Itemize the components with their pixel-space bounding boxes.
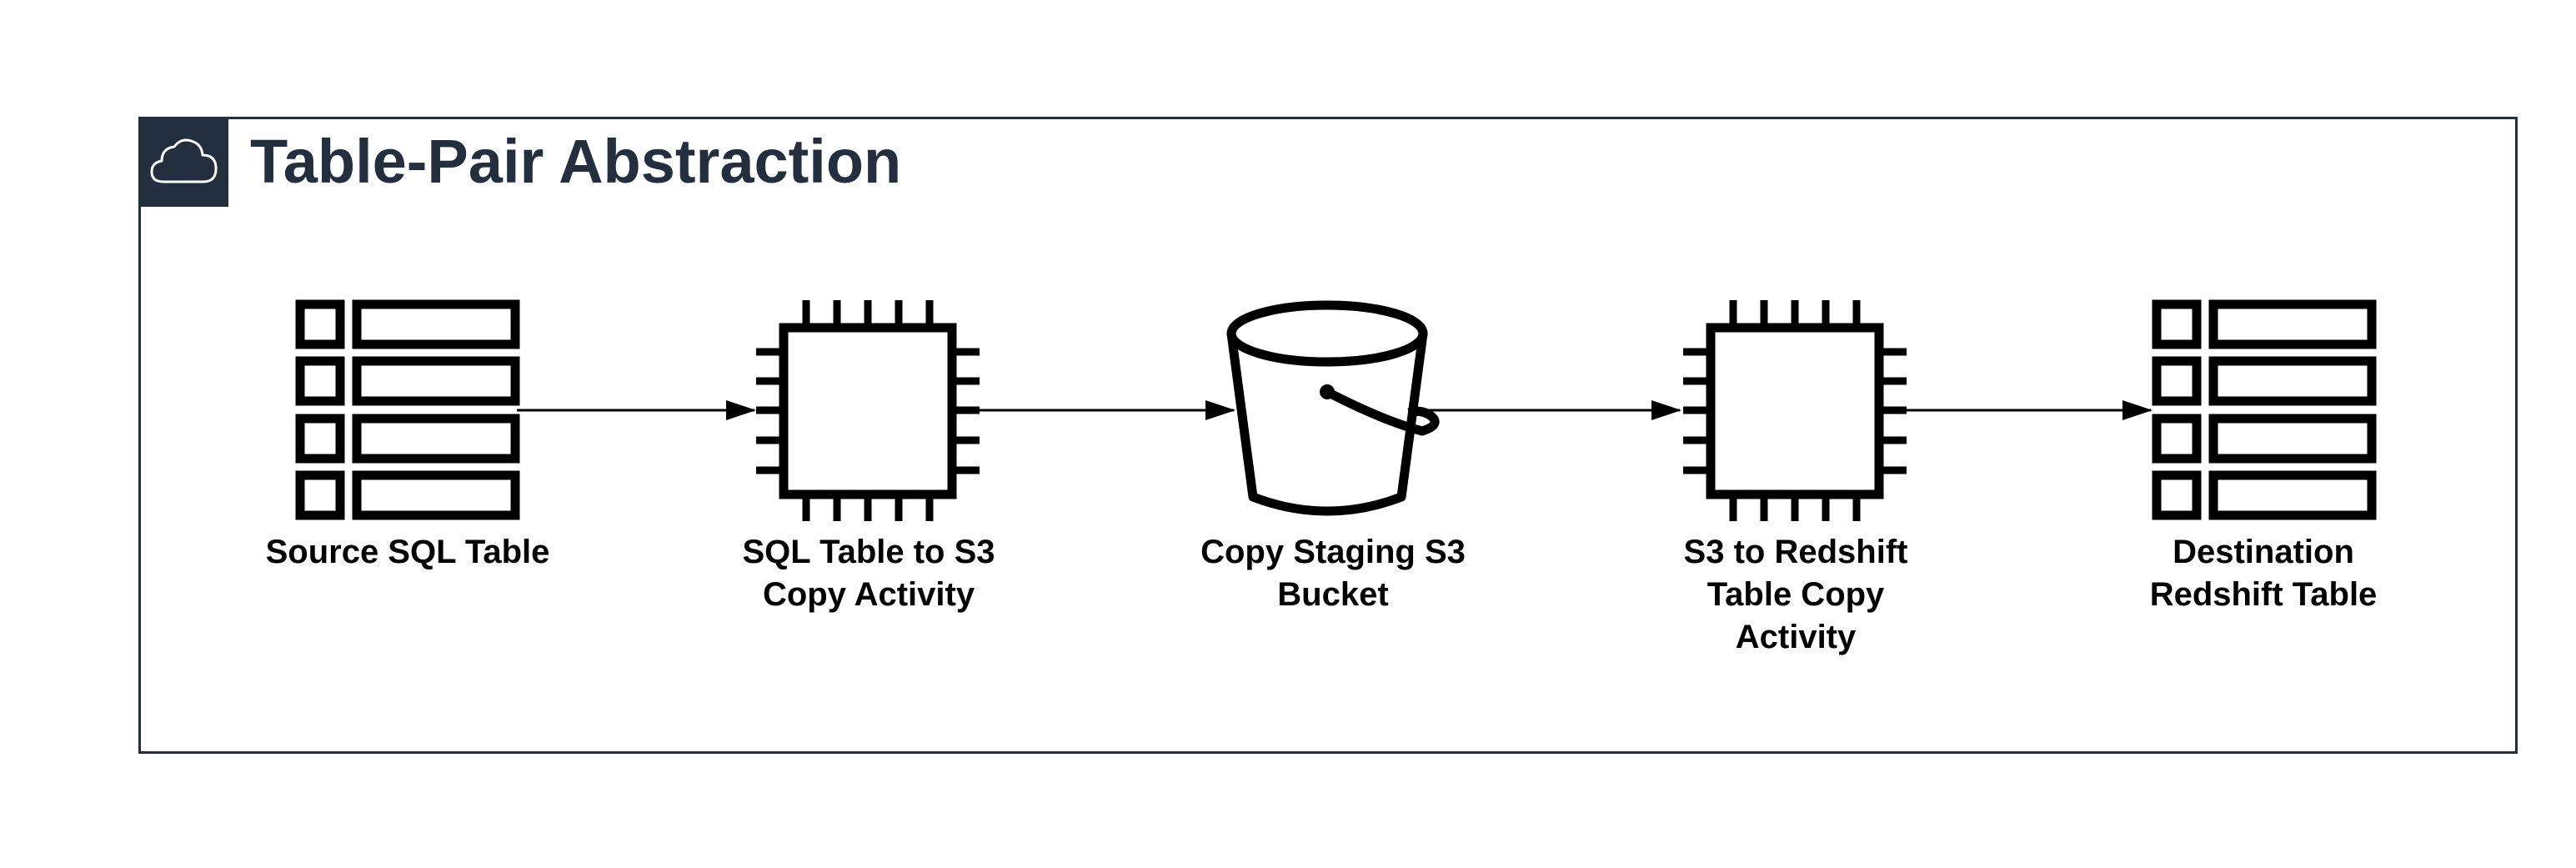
sql-to-s3-copy-activity-label: SQL Table to S3 Copy Activity bbox=[742, 534, 995, 613]
sql-to-s3-chip-icon bbox=[756, 300, 980, 521]
group-title: Table-Pair Abstraction bbox=[250, 127, 902, 196]
destination-redshift-table-label: Destination Redshift Table bbox=[2149, 534, 2378, 613]
s3-bucket-icon bbox=[1226, 300, 1440, 516]
source-table-icon bbox=[295, 299, 520, 520]
s3-to-redshift-chip-icon bbox=[1683, 300, 1907, 521]
source-sql-table-label: Source SQL Table bbox=[265, 534, 550, 570]
destination-table-icon bbox=[2152, 299, 2377, 520]
s3-to-redshift-copy-activity-label: S3 to Redshift Table Copy Activity bbox=[1683, 534, 1908, 655]
cloud-icon bbox=[150, 138, 218, 183]
group-badge bbox=[138, 117, 228, 207]
group-frame bbox=[138, 117, 2518, 754]
copy-staging-s3-bucket-label: Copy Staging S3 Bucket bbox=[1200, 534, 1466, 613]
